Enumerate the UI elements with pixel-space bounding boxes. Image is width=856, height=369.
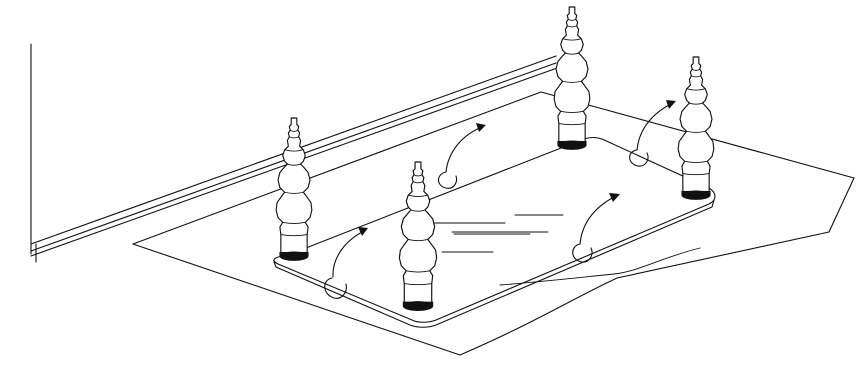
foot-back-right xyxy=(677,56,715,200)
foot-back-right-ring-1 xyxy=(691,68,701,71)
foot-front-left-ring-2 xyxy=(288,136,300,139)
arrow-back-right xyxy=(629,100,676,167)
sheet-fold-line xyxy=(499,247,701,286)
foot-back-left-body xyxy=(553,6,591,147)
arrow-back-right-curl xyxy=(629,149,649,167)
foot-front-right-pad-band xyxy=(402,301,434,307)
foot-front-left xyxy=(275,117,313,261)
foot-back-left-pad-band xyxy=(557,140,587,146)
foot-front-left-ring-1 xyxy=(289,129,299,132)
foot-back-right-ring-3 xyxy=(687,88,705,91)
foot-front-right-ring-3 xyxy=(408,194,428,197)
arrow-back-left xyxy=(437,123,486,189)
base-top-surface xyxy=(273,136,716,323)
arrow-front-left xyxy=(324,227,368,299)
foot-back-left-ring-3 xyxy=(563,38,581,41)
foot-front-right-ring-2 xyxy=(412,181,424,184)
foot-front-right-ring-1 xyxy=(413,174,423,177)
foot-front-right-ring-4 xyxy=(410,209,426,212)
feet-group xyxy=(275,6,715,311)
arrow-back-left-curve xyxy=(445,126,483,173)
arrow-front-right xyxy=(572,193,620,263)
foot-back-left-ring-4 xyxy=(564,52,580,55)
arrow-back-right-head xyxy=(666,100,676,109)
arrow-front-right-head xyxy=(609,193,620,202)
foot-front-left-ring-7 xyxy=(280,234,308,237)
base-front-edge xyxy=(273,199,715,328)
base-board xyxy=(273,136,716,328)
foot-front-right-ring-7 xyxy=(403,283,433,286)
arrow-back-right-curve xyxy=(636,102,674,151)
arrow-front-right-curve xyxy=(579,195,617,245)
foot-front-left-pad-band xyxy=(279,251,309,257)
foot-back-left-ring-1 xyxy=(567,18,577,21)
arrow-front-left-curve xyxy=(332,229,367,278)
foot-back-left-ring-6 xyxy=(560,110,584,113)
arrow-back-left-curl xyxy=(437,171,458,189)
rotation-arrows xyxy=(324,100,676,299)
foot-front-left-ring-5 xyxy=(284,191,304,194)
arrow-front-left-head xyxy=(358,227,368,236)
alignment-lines xyxy=(432,214,564,253)
foot-front-right xyxy=(398,161,438,311)
foot-front-left-ring-3 xyxy=(285,149,303,152)
foot-back-right-ring-2 xyxy=(690,75,702,78)
foot-back-left-ring-7 xyxy=(558,123,586,126)
foot-back-right-ring-6 xyxy=(684,160,708,163)
foot-front-right-ring-5 xyxy=(407,238,429,242)
foot-back-right-ring-4 xyxy=(688,102,704,105)
foot-back-right-body xyxy=(677,56,715,197)
foot-back-left-ring-5 xyxy=(562,80,582,83)
arrow-front-left-curl xyxy=(324,277,347,299)
foot-back-left-ring-2 xyxy=(566,25,578,28)
foot-front-left-ring-6 xyxy=(282,221,306,224)
foot-back-right-ring-7 xyxy=(682,173,710,176)
foot-back-right-pad-band xyxy=(681,190,711,196)
foot-back-left xyxy=(553,6,591,150)
foot-front-right-ring-6 xyxy=(405,270,431,273)
foot-front-left-ring-4 xyxy=(286,163,302,166)
foot-back-right-ring-5 xyxy=(686,130,706,133)
arrow-front-right-curl xyxy=(572,243,593,263)
foot-front-left-body xyxy=(275,117,313,258)
arrow-back-left-head xyxy=(476,123,486,132)
